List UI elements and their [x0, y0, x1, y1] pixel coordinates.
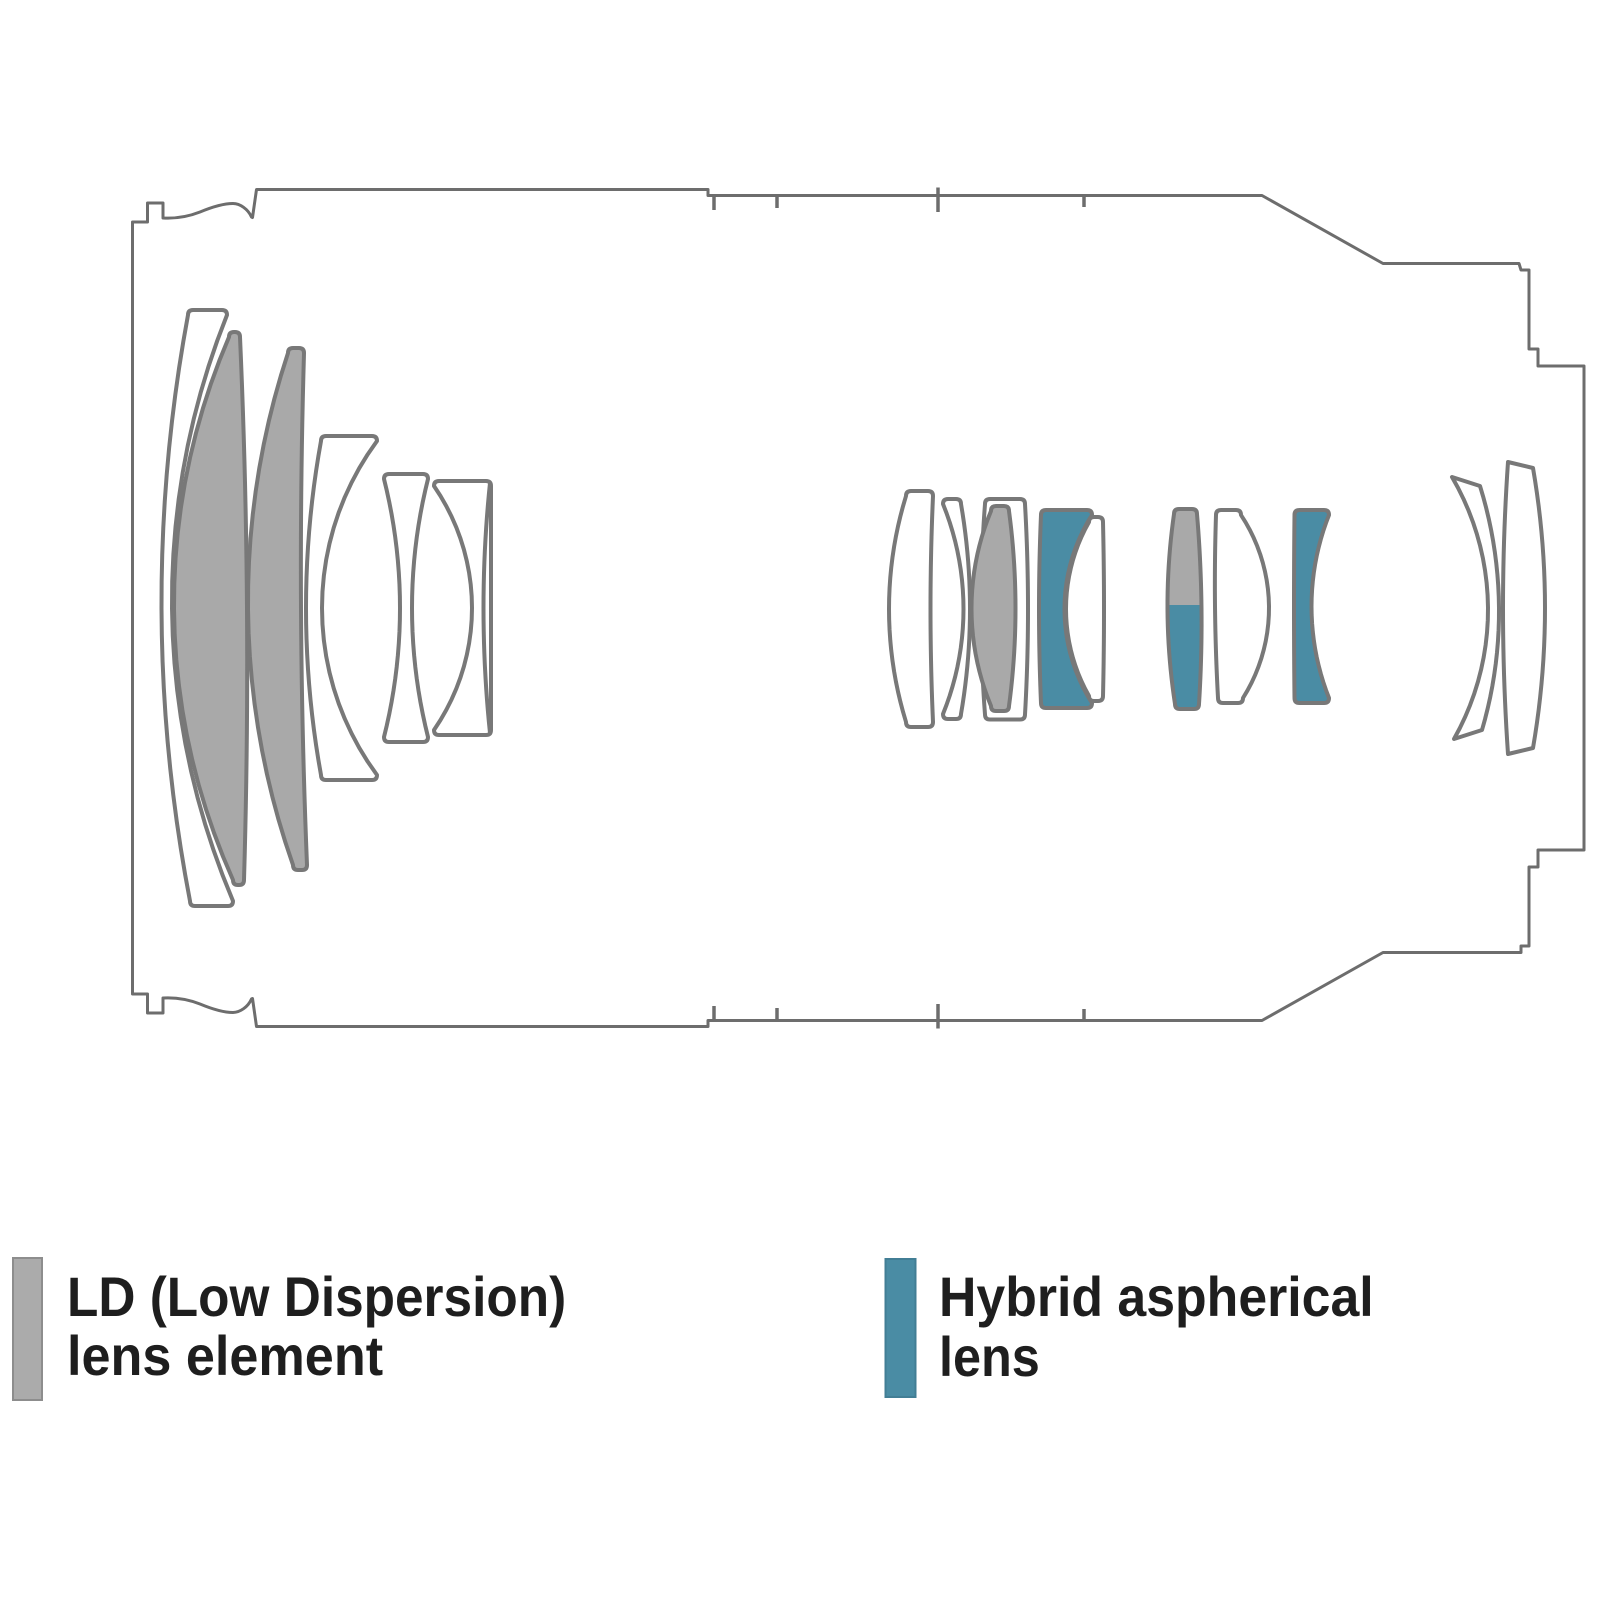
svg-text:Hybrid aspherical: Hybrid aspherical	[939, 1266, 1374, 1328]
svg-text:lens element: lens element	[67, 1325, 383, 1387]
svg-text:LD (Low Dispersion): LD (Low Dispersion)	[67, 1266, 566, 1329]
svg-text:lens: lens	[939, 1327, 1040, 1389]
